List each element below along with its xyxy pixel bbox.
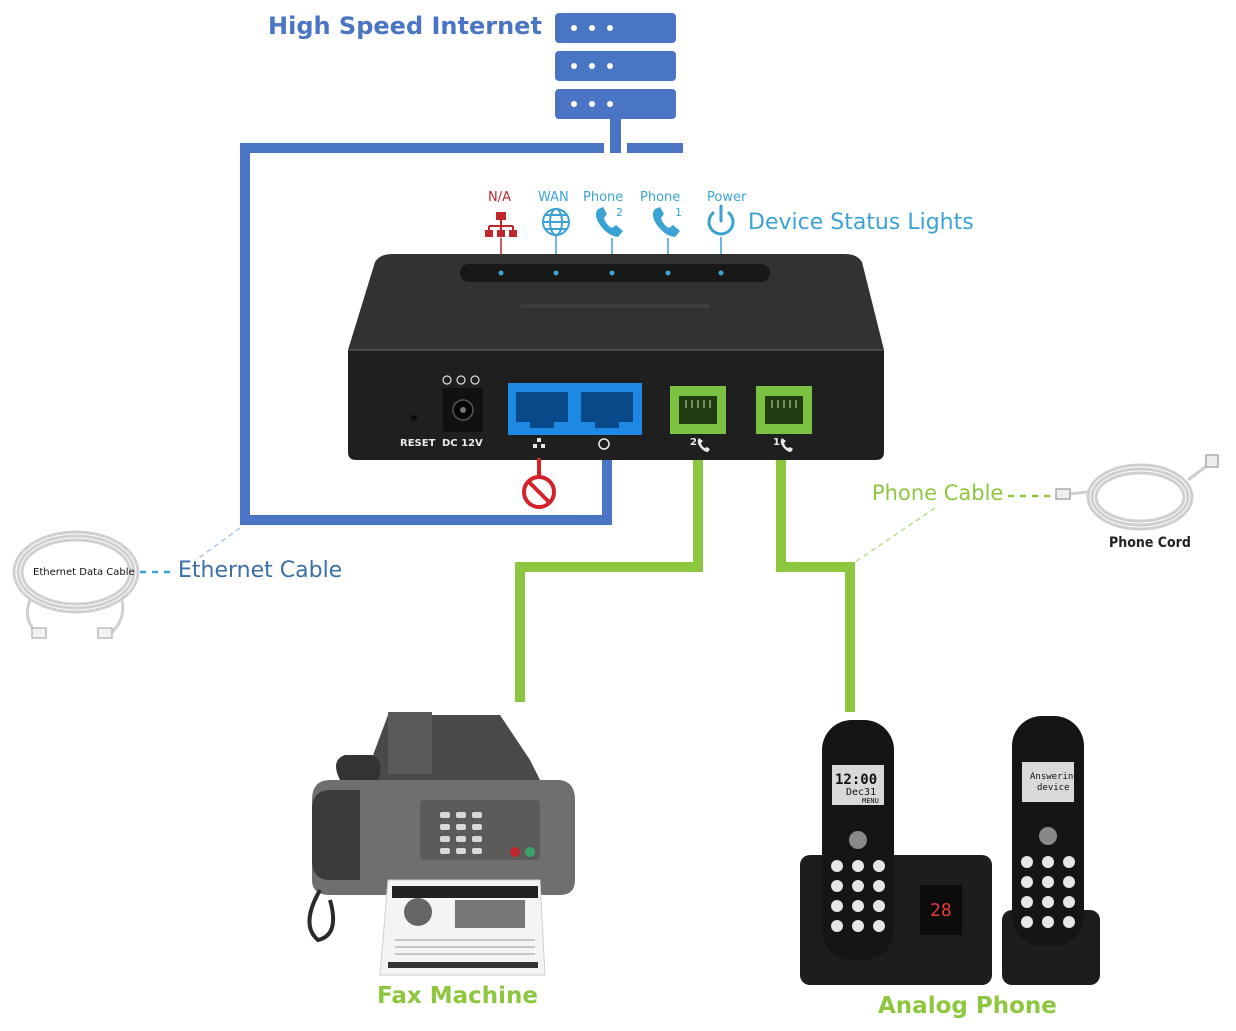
analog-phone-label: Analog Phone bbox=[878, 993, 1057, 1019]
na-network-icon bbox=[485, 212, 517, 237]
dc-port-label: DC 12V bbox=[442, 438, 483, 449]
status-light-phone1-number: 1 bbox=[675, 206, 682, 219]
leader-lines bbox=[140, 494, 1052, 574]
status-light-wan-label: WAN bbox=[538, 190, 569, 205]
phone-cord-coil-icon bbox=[1055, 454, 1219, 531]
internet-server-icon bbox=[555, 13, 683, 153]
handset-time: 12:00 bbox=[835, 772, 878, 788]
fax-machine-label: Fax Machine bbox=[377, 983, 538, 1009]
power-icon bbox=[707, 204, 735, 236]
status-light-phone1-label: Phone bbox=[640, 190, 681, 205]
phone2-port-label: 2 bbox=[690, 437, 697, 448]
fax-machine-icon bbox=[307, 712, 575, 976]
high-speed-internet-label: High Speed Internet bbox=[268, 12, 542, 40]
handset-menu: MENU bbox=[862, 797, 879, 805]
wan-globe-icon bbox=[542, 208, 570, 236]
status-light-power-label: Power bbox=[707, 190, 747, 205]
handset-date: Dec31 bbox=[846, 787, 877, 798]
phone1-port-label: 1 bbox=[773, 437, 780, 448]
ethernet-data-cable-label: Ethernet Data Cable bbox=[33, 567, 135, 578]
phone2-handset-icon bbox=[595, 207, 623, 237]
analog-phone-icon bbox=[800, 716, 1100, 985]
ethernet-cable-label: Ethernet Cable bbox=[178, 558, 343, 583]
phone-cord-label: Phone Cord bbox=[1109, 535, 1191, 551]
not-connected-icon bbox=[522, 458, 556, 509]
gateway-device bbox=[348, 254, 884, 460]
phone1-handset-icon bbox=[652, 207, 680, 237]
phone-cable-lines bbox=[515, 458, 855, 712]
handset-answering: Answering bbox=[1030, 772, 1079, 782]
phone-cable-label: Phone Cable bbox=[872, 481, 1004, 505]
base-display-count: 28 bbox=[930, 900, 952, 921]
handset-device: device bbox=[1037, 783, 1070, 793]
status-light-na-label: N/A bbox=[488, 190, 511, 205]
device-status-lights-label: Device Status Lights bbox=[748, 210, 974, 235]
reset-port-label: RESET bbox=[400, 438, 436, 449]
status-light-phone2-number: 2 bbox=[616, 206, 623, 219]
ethernet-cable-line bbox=[240, 143, 612, 525]
ethernet-cable-coil-icon bbox=[12, 530, 140, 639]
status-light-phone2-label: Phone bbox=[583, 190, 624, 205]
